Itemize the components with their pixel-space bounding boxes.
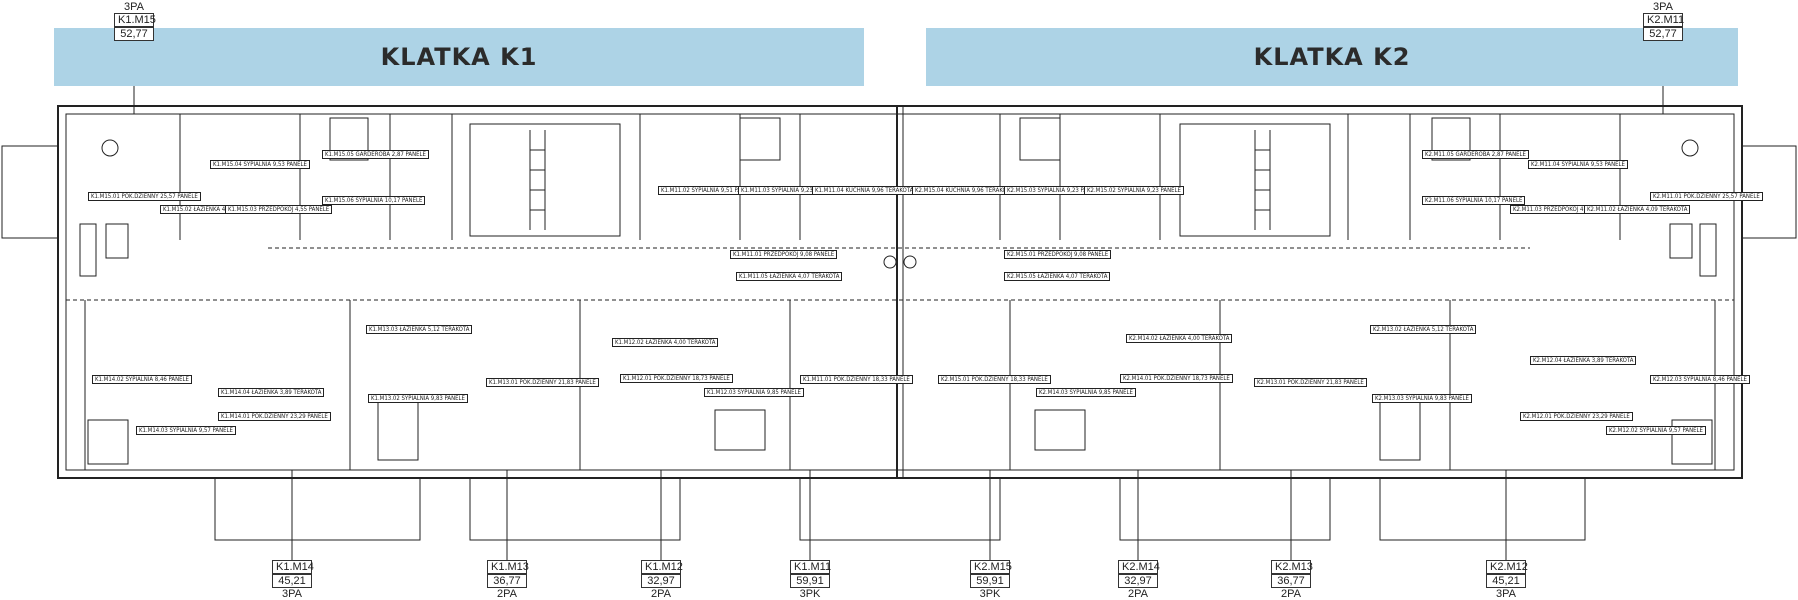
balcony-bottom-3 [799,478,1001,541]
apartment-type: 3PA [1496,588,1516,600]
apartment-type: 3PA [1653,1,1673,13]
room-label: K1.M14.01 POK.DZIENNY 23,29 PANELE [218,412,331,421]
room-label: K2.M15.02 SYPIALNIA 9,23 PANELE [1084,186,1184,195]
apartment-id: K1.M15 [114,13,156,27]
room-label: K1.M12.01 POK.DZIENNY 18,73 PANELE [620,374,733,383]
apartment-area: 45,21 [272,574,312,588]
room-label: K1.M15.04 SYPIALNIA 9,53 PANELE [210,160,310,169]
room-label: K2.M15.01 POK.DZIENNY 18,33 PANELE [938,375,1051,384]
room-label: K1.M14.02 SYPIALNIA 8,46 PANELE [92,375,192,384]
apartment-area: 59,91 [970,574,1010,588]
apartment-id: K2.M14 [1118,560,1160,574]
apartment-area: 32,97 [641,574,681,588]
apartment-tag-bottom: K1.M13 36,77 2PA [487,560,529,600]
apartment-tag-bottom: K2.M14 32,97 2PA [1118,560,1160,600]
room-label: K1.M13.01 POK.DZIENNY 21,83 PANELE [486,378,599,387]
room-label: K1.M11.01 POK.DZIENNY 18,33 PANELE [800,375,913,384]
room-label: K2.M12.04 ŁAZIENKA 3,89 TERAKOTA [1530,356,1637,365]
apartment-id: K1.M11 [790,560,831,574]
room-label: K2.M11.01 POK.DZIENNY 25,57 PANELE [1650,192,1763,201]
room-label: K2.M13.01 POK.DZIENNY 21,83 PANELE [1254,378,1367,387]
apartment-area: 36,77 [487,574,527,588]
building-outline [57,105,1743,479]
room-label: K2.M11.04 SYPIALNIA 9,53 PANELE [1528,160,1628,169]
room-label: K2.M11.02 ŁAZIENKA 4,09 TERAKOTA [1584,205,1691,214]
room-label: K2.M15.04 KUCHNIA 9,96 TERAKOTA [912,186,1017,195]
room-label: K1.M13.02 SYPIALNIA 9,83 PANELE [368,394,468,403]
room-label: K2.M15.01 PRZEDPOKÓJ 9,08 PANELE [1004,250,1112,259]
stair-k1 [469,123,621,237]
apartment-tag-bottom: K2.M12 45,21 3PA [1486,560,1528,600]
apartment-type: 3PA [282,588,302,600]
room-label: K1.M12.02 ŁAZIENKA 4,00 TERAKOTA [612,338,719,347]
room-label: K1.M15.05 GARDEROBA 2,87 PANELE [322,150,429,159]
room-label: K1.M13.03 ŁAZIENKA 5,12 TERAKOTA [366,325,473,334]
apartment-area: 45,21 [1486,574,1526,588]
apartment-id: K2.M12 [1486,560,1528,574]
banner-klatka-k2: KLATKA K2 [926,28,1738,86]
apartment-id: K2.M15 [970,560,1012,574]
room-label: K1.M15.06 SYPIALNIA 10,17 PANELE [322,196,426,205]
room-label: K2.M12.01 POK.DZIENNY 23,29 PANELE [1520,412,1633,421]
room-label: K2.M13.03 SYPIALNIA 9,83 PANELE [1372,394,1472,403]
room-label: K2.M14.03 SYPIALNIA 9,85 PANELE [1036,388,1136,397]
room-label: K1.M15.01 POK.DZIENNY 25,57 PANELE [88,192,201,201]
apartment-id: K2.M11 [1643,13,1684,27]
apartment-tag-bottom: K2.M13 36,77 2PA [1271,560,1313,600]
balcony-bottom-4 [1119,478,1331,541]
apartment-tag-bottom: K2.M15 59,91 3PK [970,560,1012,600]
room-label: K2.M13.02 ŁAZIENKA 5,12 TERAKOTA [1370,325,1477,334]
balcony-bottom-2 [469,478,681,541]
room-label: K1.M14.03 SYPIALNIA 9,57 PANELE [136,426,236,435]
room-label: K2.M14.01 POK.DZIENNY 18,73 PANELE [1120,374,1233,383]
apartment-type: 2PA [497,588,517,600]
apartment-id: K1.M14 [272,560,314,574]
stair-k2 [1179,123,1331,237]
building-inner-outline [65,113,1735,471]
banner-title: KLATKA K1 [380,43,538,71]
apartment-tag-bottom: K1.M12 32,97 2PA [641,560,683,600]
room-label: K2.M11.05 GARDEROBA 2,87 PANELE [1422,150,1529,159]
balcony-bottom-5 [1379,478,1586,541]
apartment-area: 52,77 [1643,27,1683,41]
room-label: K2.M14.02 ŁAZIENKA 4,00 TERAKOTA [1126,334,1233,343]
apartment-tag-top: 3PA K2.M11 52,77 [1643,1,1684,41]
apartment-area: 59,91 [790,574,830,588]
apartment-id: K1.M13 [487,560,529,574]
apartment-type: 3PK [979,588,1001,600]
apartment-area: 32,97 [1118,574,1158,588]
banner-klatka-k1: KLATKA K1 [54,28,864,86]
banner-title: KLATKA K2 [1253,43,1411,71]
room-label: K2.M11.06 SYPIALNIA 10,17 PANELE [1422,196,1526,205]
room-label: K1.M12.03 SYPIALNIA 9,85 PANELE [704,388,804,397]
balcony-right [1742,145,1797,239]
room-label: K1.M11.01 PRZEDPOKÓJ 9,08 PANELE [730,250,838,259]
apartment-tag-top: 3PA K1.M15 52,77 [114,1,156,41]
apartment-area: 52,77 [114,27,154,41]
apartment-tag-bottom: K1.M11 59,91 3PK [790,560,831,600]
room-label: K1.M14.04 ŁAZIENKA 3,89 TERAKOTA [218,388,325,397]
apartment-type: 3PK [799,588,821,600]
balcony-bottom-1 [214,478,421,541]
apartment-area: 36,77 [1271,574,1311,588]
apartment-type: 2PA [1128,588,1148,600]
apartment-type: 2PA [1281,588,1301,600]
apartment-id: K2.M13 [1271,560,1313,574]
apartment-tag-bottom: K1.M14 45,21 3PA [272,560,314,600]
balcony-left [1,145,58,239]
apartment-id: K1.M12 [641,560,683,574]
apartment-type: 2PA [651,588,671,600]
room-label: K2.M12.03 SYPIALNIA 8,46 PANELE [1650,375,1750,384]
room-label: K1.M15.03 PRZEDPOKÓJ 4,55 PANELE [225,205,333,214]
room-label: K2.M15.05 ŁAZIENKA 4,07 TERAKOTA [1004,272,1111,281]
room-label: K2.M12.02 SYPIALNIA 9,57 PANELE [1606,426,1706,435]
apartment-type: 3PA [124,1,144,13]
room-label: K1.M11.05 ŁAZIENKA 4,07 TERAKOTA [736,272,843,281]
room-label: K1.M11.04 KUCHNIA 9,96 TERAKOTA [812,186,917,195]
